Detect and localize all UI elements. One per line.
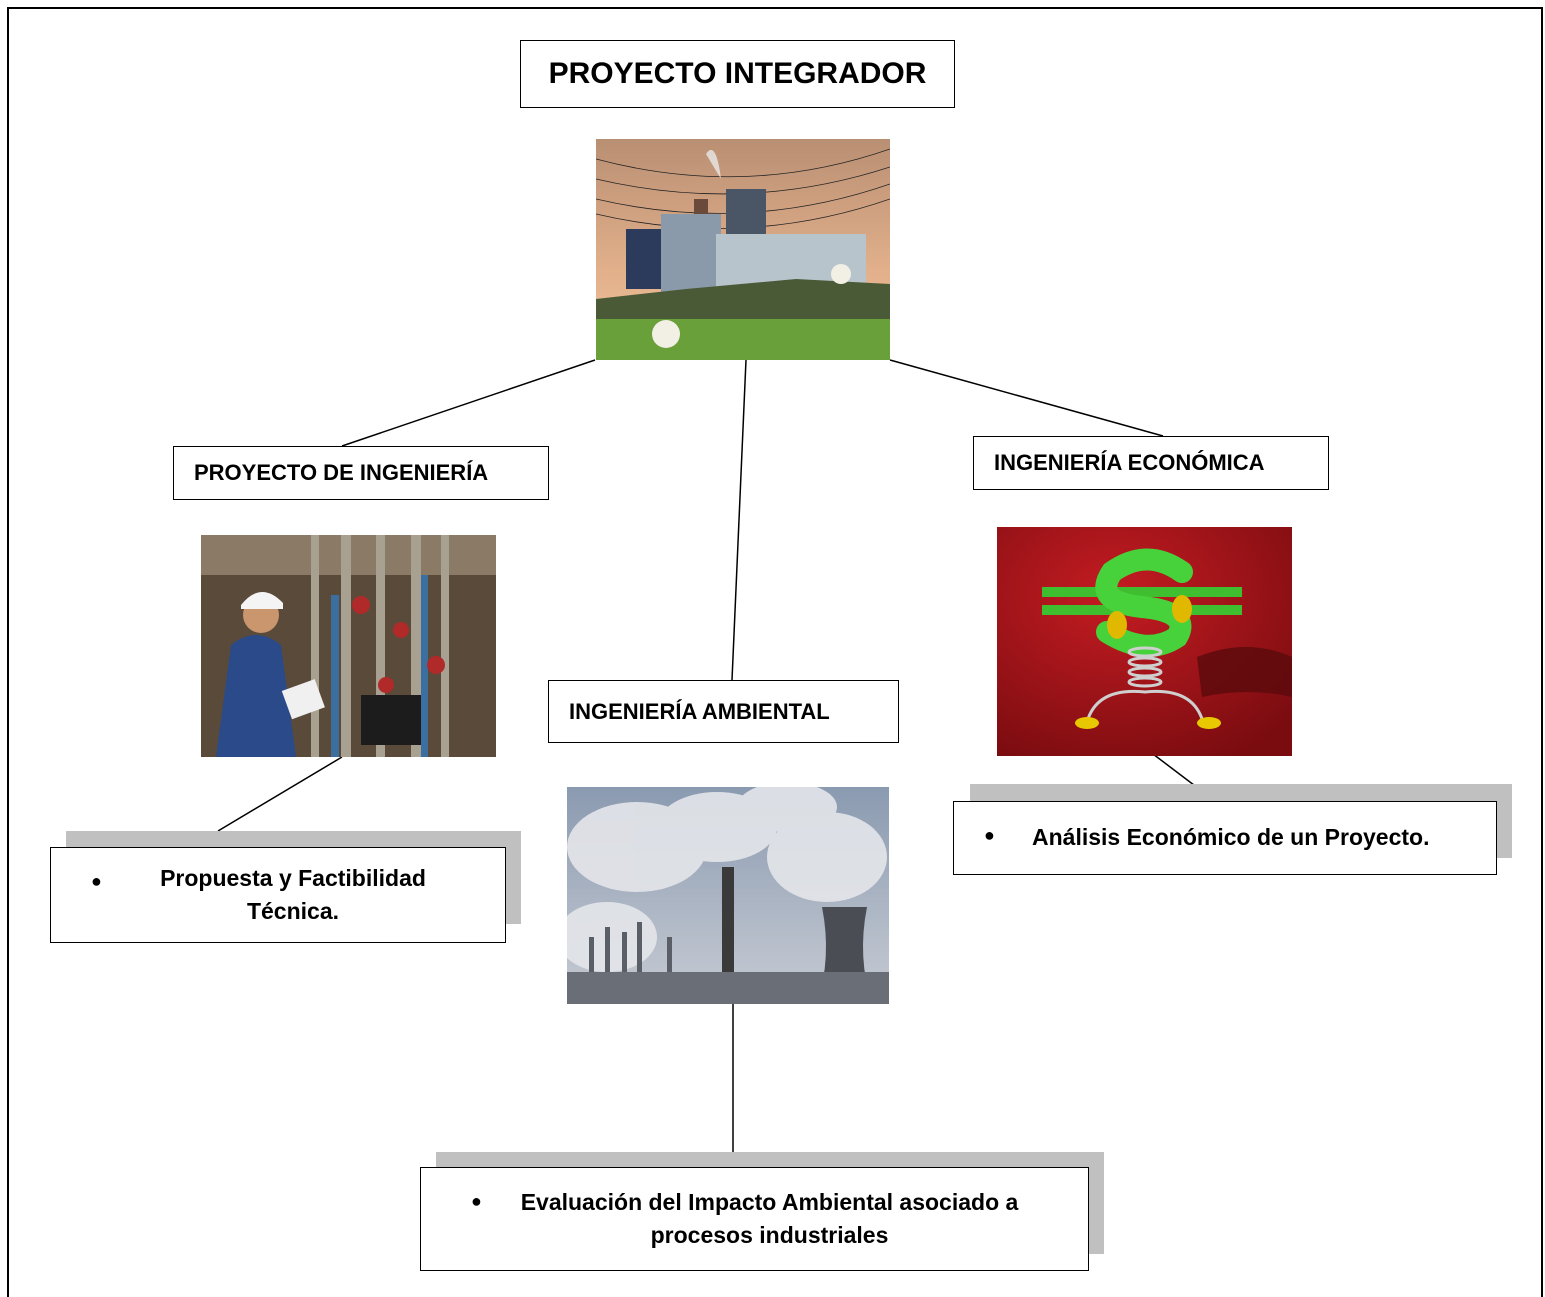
title-text: PROYECTO INTEGRADOR (548, 57, 927, 90)
green-dollar-sign-image (997, 527, 1292, 756)
engineer-with-pipes-image (201, 535, 496, 757)
diagram-frame (7, 7, 1543, 1297)
label-proyecto-ingenieria: PROYECTO DE INGENIERÍA (173, 446, 549, 500)
connector-main-to-ambiental (731, 359, 747, 681)
page-title: PROYECTO INTEGRADOR (520, 40, 955, 108)
bullet-dot-icon: ● (91, 871, 102, 891)
bullet-ambiental-text: Evaluación del Impacto Ambiental asociad… (520, 1188, 1019, 1248)
bullet-dot-icon: ● (984, 825, 995, 845)
factory-landscape-image (596, 139, 890, 360)
connector-main-to-economica (889, 359, 1164, 437)
bullet-ambiental-box: ● Evaluación del Impacto Ambiental asoci… (420, 1167, 1089, 1271)
connector-main-to-proyecto (341, 359, 596, 447)
label-ingenieria-ambiental-text: INGENIERÍA AMBIENTAL (569, 698, 830, 724)
label-proyecto-ingenieria-text: PROYECTO DE INGENIERÍA (194, 460, 489, 485)
bullet-dot-icon: ● (471, 1191, 482, 1211)
bullet-proyecto-text: Propuesta y Factibilidad Técnica. (160, 864, 426, 924)
label-ingenieria-economica-text: INGENIERÍA ECONÓMICA (994, 450, 1265, 475)
label-ingenieria-ambiental: INGENIERÍA AMBIENTAL (548, 680, 899, 743)
bullet-economica-box: ● Análisis Económico de un Proyecto. (953, 801, 1497, 875)
label-ingenieria-economica: INGENIERÍA ECONÓMICA (973, 436, 1329, 490)
bullet-economica-text: Análisis Económico de un Proyecto. (1032, 824, 1430, 851)
smokestacks-pollution-image (567, 787, 889, 1004)
bullet-proyecto-box: ● Propuesta y Factibilidad Técnica. (50, 847, 506, 943)
connector-proyecto-to-bullet (217, 756, 343, 832)
